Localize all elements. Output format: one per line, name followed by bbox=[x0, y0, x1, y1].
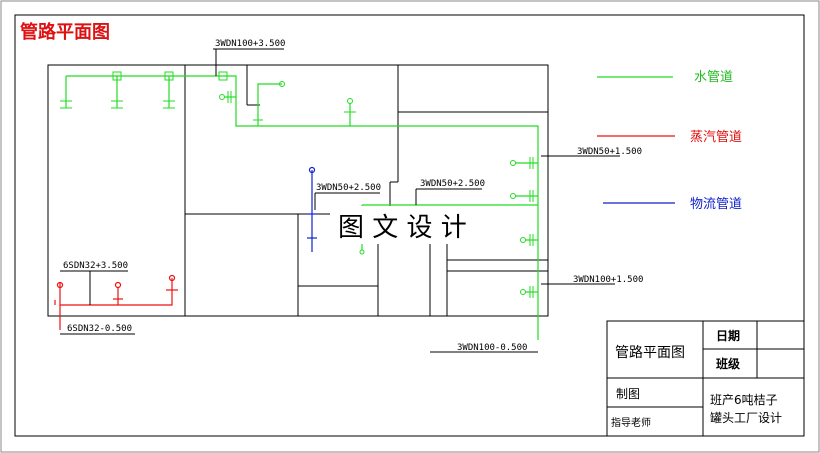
annotation-6sdn32-lower: 6SDN32-0.500 bbox=[67, 324, 132, 334]
title-block-text: 管路平面图 日期 班级 制图 指导老师 班产6吨桔子 罐头工厂设计 bbox=[611, 328, 782, 429]
watermark: 图 文 设 计 bbox=[338, 213, 467, 243]
material-pipe-network bbox=[307, 166, 317, 252]
drawing-frame bbox=[14, 14, 805, 437]
pipe-annotations: 3WDN100+3.500 3WDN50+1.500 3WDN50+2.500 … bbox=[63, 39, 643, 353]
annotation-3wdn50-mid: 3WDN50+2.500 bbox=[420, 179, 485, 189]
annotation-3wdn50-right: 3WDN50+1.500 bbox=[577, 147, 642, 157]
steam-pipe-network bbox=[54, 274, 178, 330]
annotation-6sdn32-upper: 6SDN32+3.500 bbox=[63, 261, 128, 271]
annotation-3wdn100-lower: 3WDN100-0.500 bbox=[457, 343, 527, 353]
title-block-date-label: 日期 bbox=[716, 328, 740, 343]
legend: 水管道 蒸汽管道 物流管道 bbox=[597, 70, 742, 212]
annotation-3wdn50-left: 3WDN50+2.500 bbox=[316, 183, 381, 193]
annotation-3wdn100-upper: 3WDN100+3.500 bbox=[215, 39, 285, 49]
legend-material-label: 物流管道 bbox=[690, 197, 742, 212]
title-block-project-line1: 班产6吨桔子 bbox=[710, 393, 778, 407]
title-block-drawn-label: 制图 bbox=[616, 387, 640, 401]
legend-steam-label: 蒸汽管道 bbox=[690, 130, 742, 145]
drawing-title: 管路平面图 bbox=[20, 21, 110, 43]
legend-water-label: 水管道 bbox=[694, 70, 733, 85]
title-block-class-label: 班级 bbox=[716, 356, 740, 371]
title-block-advisor-label: 指导老师 bbox=[611, 416, 651, 429]
annotation-3wdn100-right: 3WDN100+1.500 bbox=[573, 275, 643, 285]
water-valves bbox=[60, 71, 534, 298]
leader-lines bbox=[60, 48, 620, 353]
title-block-drawing-name: 管路平面图 bbox=[615, 345, 685, 361]
title-block-project-line2: 罐头工厂设计 bbox=[710, 411, 782, 425]
title-block bbox=[606, 320, 805, 437]
building-walls bbox=[47, 64, 549, 317]
watermark-backing bbox=[330, 206, 490, 244]
